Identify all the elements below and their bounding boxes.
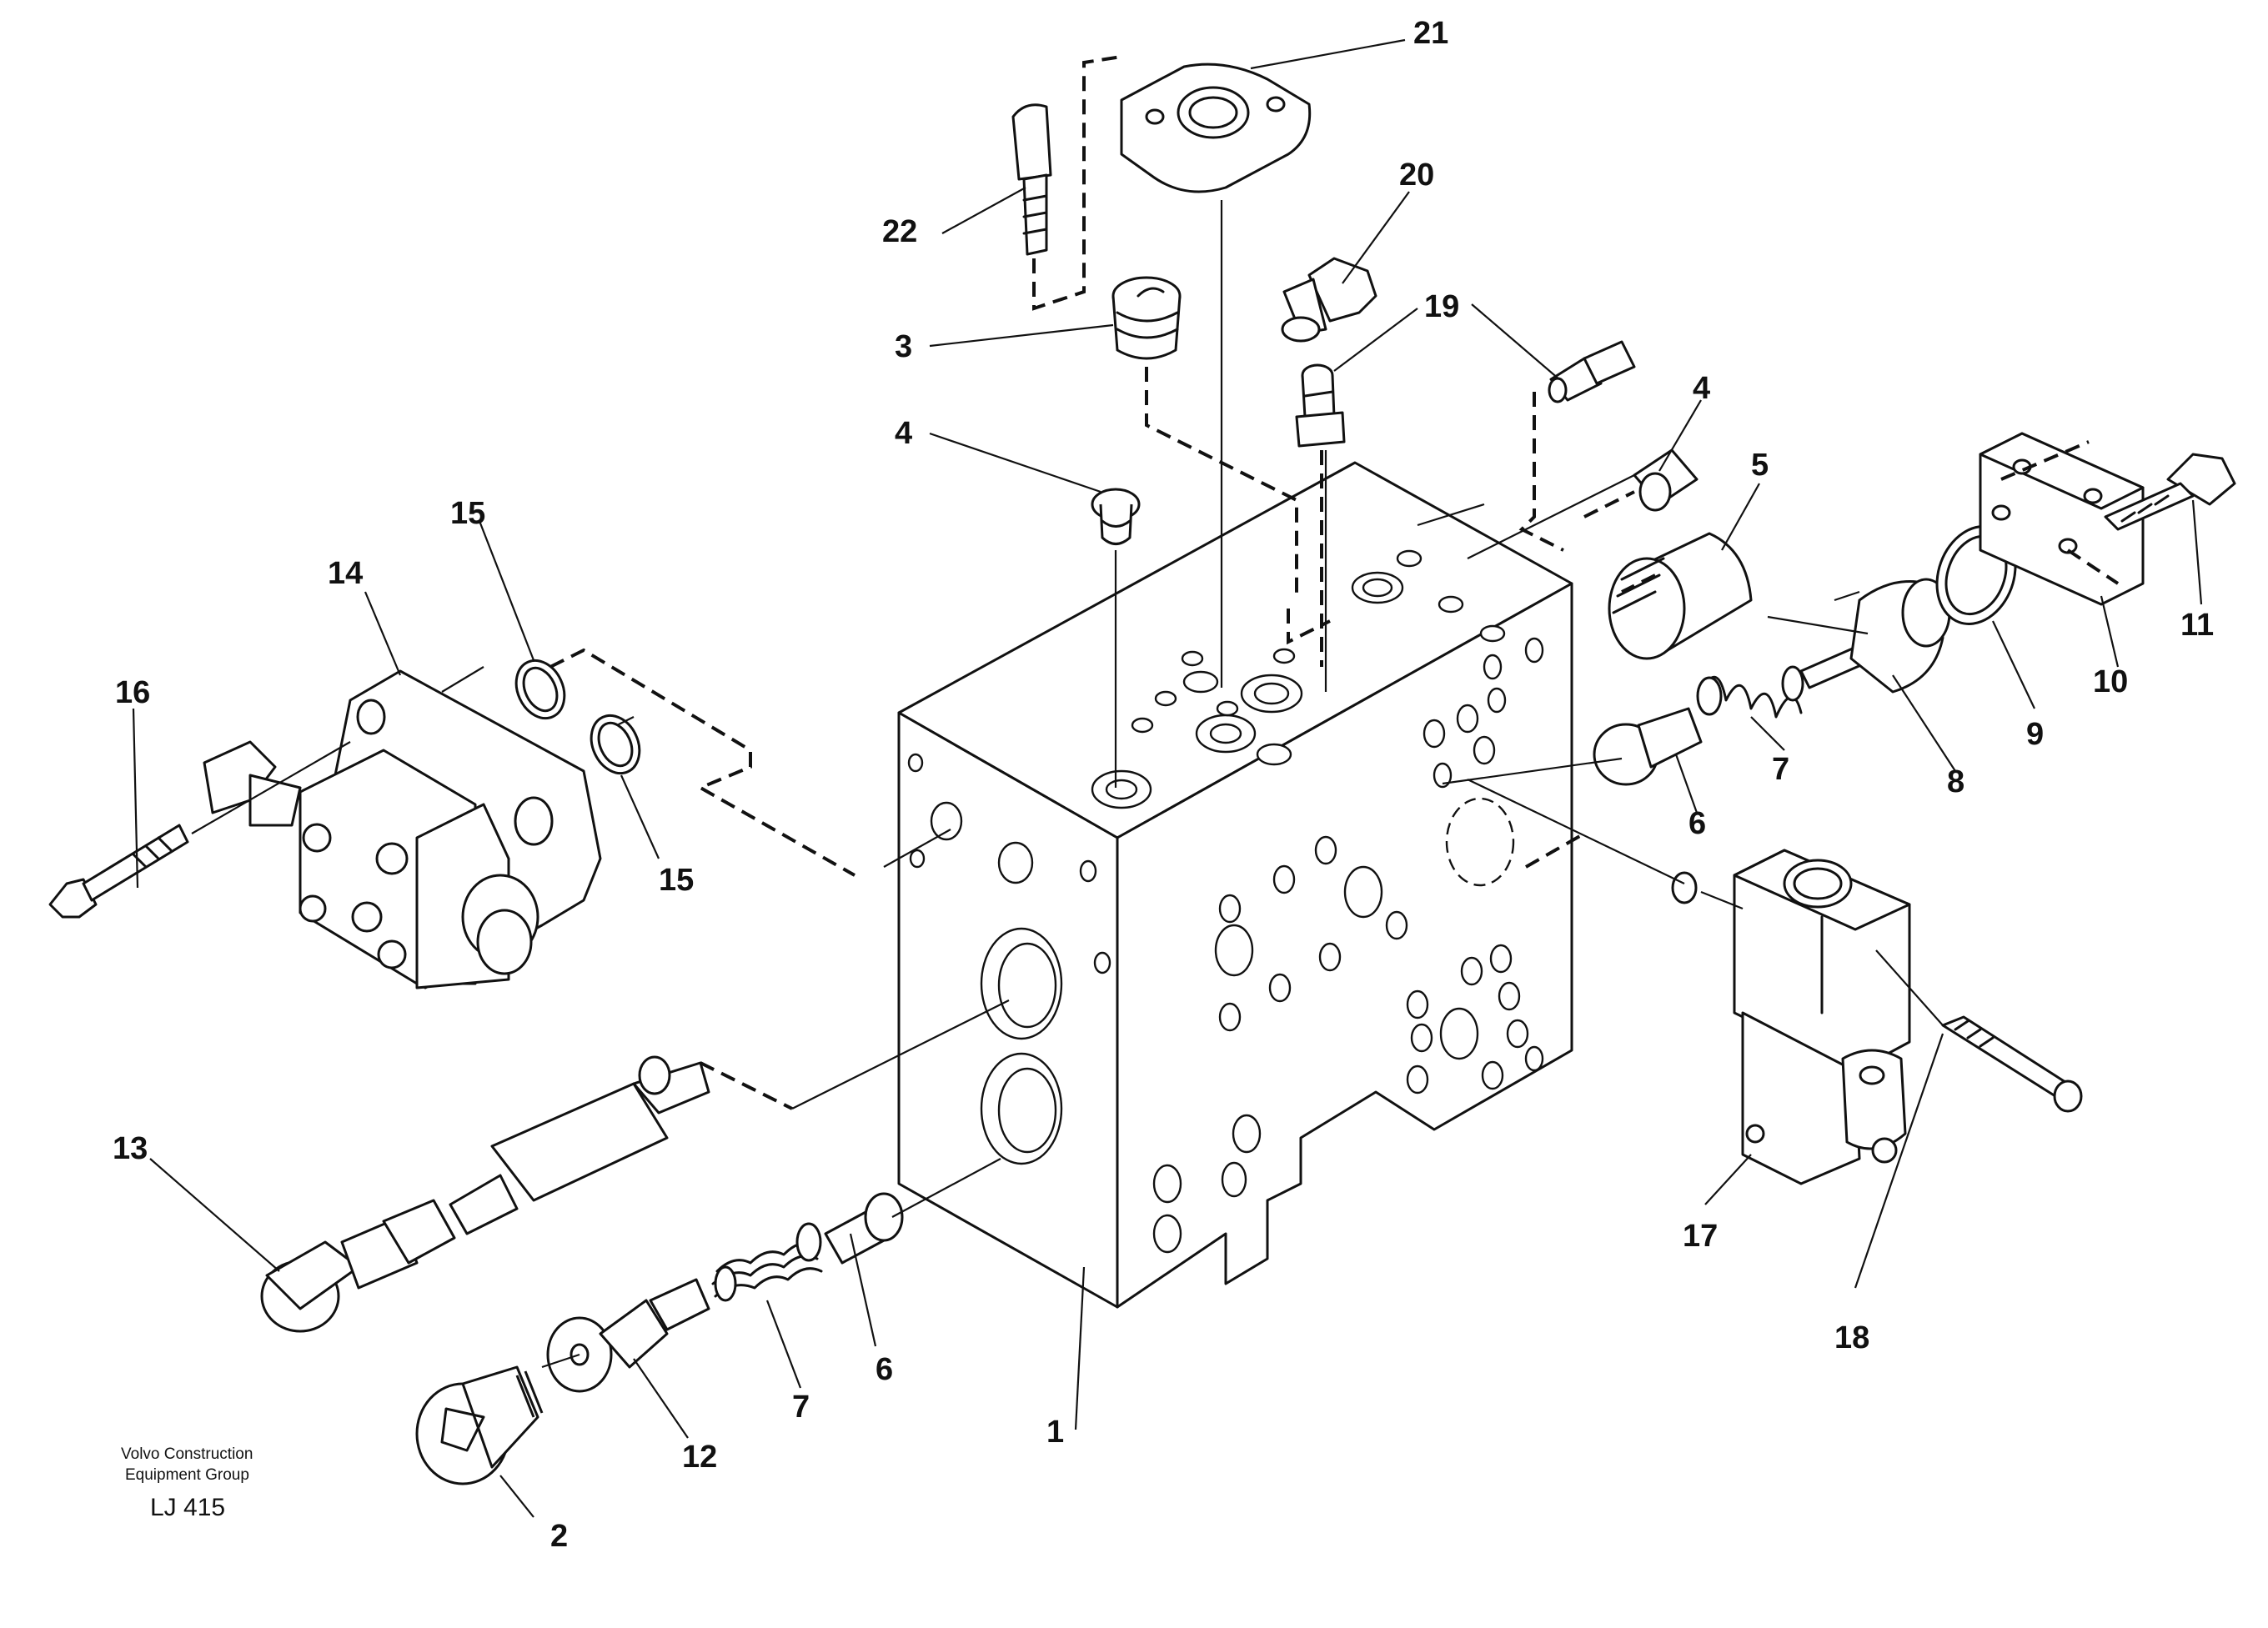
drawing-code: LJ 415 <box>150 1494 225 1521</box>
credit-block: Volvo Construction Equipment Group LJ 41… <box>121 1445 253 1521</box>
callout-20: 20 <box>1399 158 1434 193</box>
callout-14: 14 <box>328 556 363 591</box>
callout-4-top: 4 <box>895 416 912 451</box>
callout-13: 13 <box>113 1131 148 1166</box>
pilot-valve-assembly <box>48 669 602 989</box>
callout-16: 16 <box>115 675 150 710</box>
top-parts <box>1011 63 1636 545</box>
callout-7-right: 7 <box>1772 752 1789 787</box>
callout-12: 12 <box>682 1440 717 1475</box>
callout-22: 22 <box>882 214 917 249</box>
callout-15-bottom: 15 <box>659 863 694 898</box>
callout-10: 10 <box>2093 664 2128 699</box>
callout-19: 19 <box>1424 289 1459 324</box>
callout-9: 9 <box>2026 717 2044 752</box>
credit-line-1: Volvo Construction <box>121 1445 253 1463</box>
callout-3: 3 <box>895 329 912 364</box>
callout-2: 2 <box>550 1519 568 1554</box>
o-rings-15 <box>514 659 641 775</box>
callout-11: 11 <box>2180 608 2214 643</box>
callout-5: 5 <box>1751 448 1769 483</box>
right-parts <box>1593 432 2236 904</box>
callout-7-lower: 7 <box>792 1390 810 1425</box>
callout-4-right: 4 <box>1693 371 1710 406</box>
callout-6-lower: 6 <box>876 1352 893 1387</box>
callout-17: 17 <box>1683 1219 1718 1254</box>
lower-left-parts <box>415 1192 904 1485</box>
valve-block <box>897 461 1573 1309</box>
credit-line-2: Equipment Group <box>125 1466 249 1484</box>
callout-15-top: 15 <box>450 496 485 531</box>
callout-6-right: 6 <box>1688 806 1706 841</box>
spool-13 <box>260 1055 710 1333</box>
leader-lines <box>132 38 2203 1518</box>
assembly-paths <box>191 55 2120 1369</box>
callout-18: 18 <box>1834 1320 1869 1355</box>
callout-1: 1 <box>1046 1415 1064 1450</box>
callout-21: 21 <box>1413 16 1448 51</box>
callout-labels: 1 2 3 4 4 5 6 6 7 7 8 9 10 11 12 13 14 1… <box>113 16 2214 1554</box>
callout-8: 8 <box>1947 764 1964 799</box>
solenoid-valve-17 <box>1733 849 2083 1185</box>
